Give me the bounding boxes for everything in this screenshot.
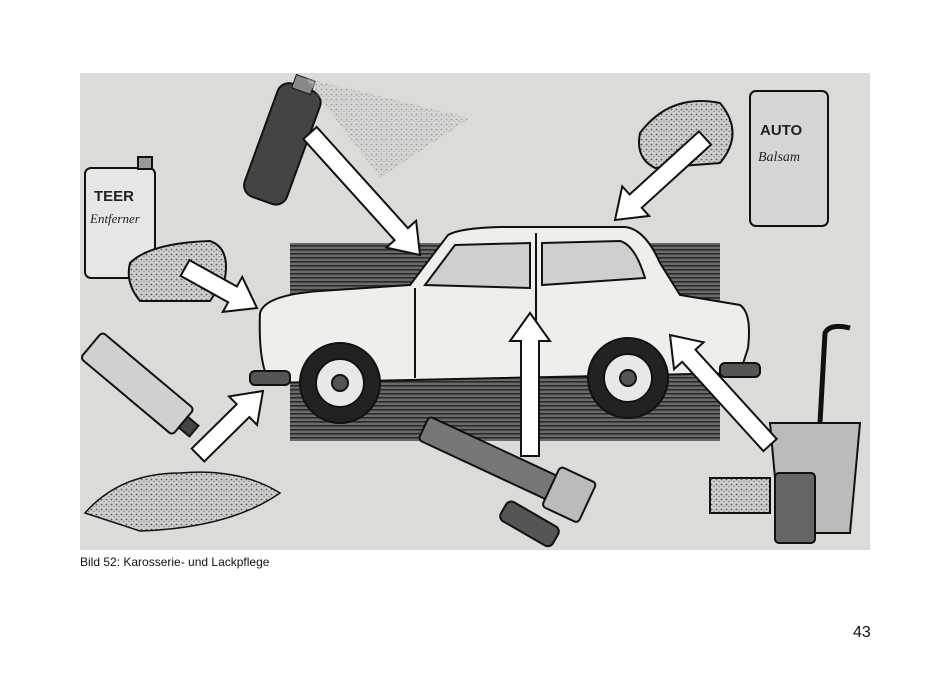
arrow-icon <box>508 311 552 457</box>
arrow-icon <box>190 389 265 463</box>
arrow-icon <box>301 125 422 257</box>
svg-text:AUTO: AUTO <box>760 122 803 139</box>
arrow-icon <box>668 333 779 453</box>
svg-text:Entferner: Entferner <box>89 211 141 226</box>
car-care-illustration: TEER Entferner AUTO Balsam <box>80 73 870 550</box>
bucket-and-faucet <box>709 323 862 544</box>
auto-balsam-can: AUTO Balsam <box>638 90 829 227</box>
car <box>249 226 761 424</box>
small-bottle <box>499 500 560 548</box>
page-number: 43 <box>853 624 871 641</box>
arrow-icon <box>613 129 713 222</box>
figure-caption: Bild 52: Karosserie- und Lackpflege <box>80 555 270 569</box>
polish-cloth <box>83 471 282 532</box>
spray-mist <box>305 78 470 178</box>
tar-remover-can: TEER Entferner <box>84 156 156 279</box>
svg-text:TEER: TEER <box>94 188 134 205</box>
oil-can <box>418 416 597 523</box>
arrow-icon <box>179 258 259 314</box>
polish-tube <box>80 332 200 438</box>
svg-text:Balsam: Balsam <box>758 150 800 165</box>
